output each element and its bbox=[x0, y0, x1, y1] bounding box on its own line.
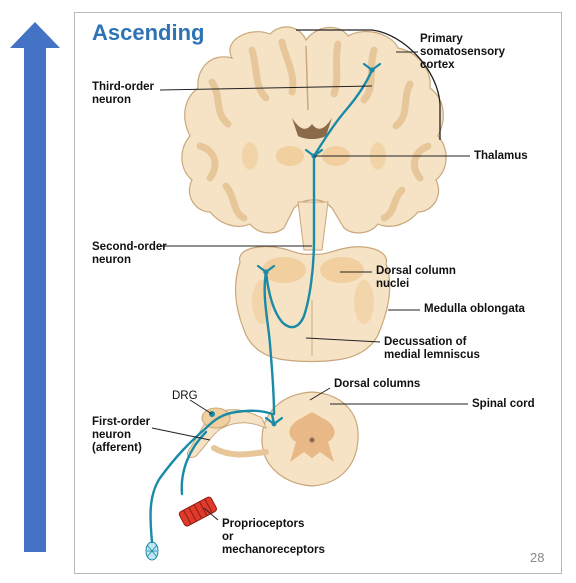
medulla-section bbox=[235, 245, 391, 363]
label-drg: DRG bbox=[172, 390, 198, 402]
label-third-order-neuron: Third-order neuron bbox=[92, 81, 154, 106]
label-dorsal-columns: Dorsal columns bbox=[334, 378, 421, 390]
receptor-icon bbox=[178, 496, 217, 527]
label-primary-somatosensory-cortex: Primary somatosensory cortex bbox=[420, 33, 506, 71]
label-receptors: Proprioceptors or mechanoreceptors bbox=[222, 518, 325, 556]
ascending-arrow-icon bbox=[10, 22, 60, 552]
page-number: 28 bbox=[530, 550, 545, 565]
label-second-order-neuron: Second-order neuron bbox=[92, 241, 167, 266]
spinal-cord-section bbox=[187, 391, 359, 487]
label-decussation-medial-lemniscus: Decussation of medial lemniscus bbox=[384, 336, 480, 361]
brain-coronal-section bbox=[181, 26, 447, 251]
mechanoreceptor-icon bbox=[145, 541, 159, 561]
label-spinal-cord: Spinal cord bbox=[472, 398, 535, 410]
label-thalamus: Thalamus bbox=[474, 150, 528, 162]
label-first-order-neuron: First-order neuron (afferent) bbox=[92, 416, 151, 454]
label-medulla-oblongata: Medulla oblongata bbox=[424, 303, 525, 315]
slide-title: Ascending bbox=[92, 20, 205, 45]
neural-pathway bbox=[149, 68, 374, 544]
label-dorsal-column-nuclei: Dorsal column nuclei bbox=[376, 265, 456, 290]
